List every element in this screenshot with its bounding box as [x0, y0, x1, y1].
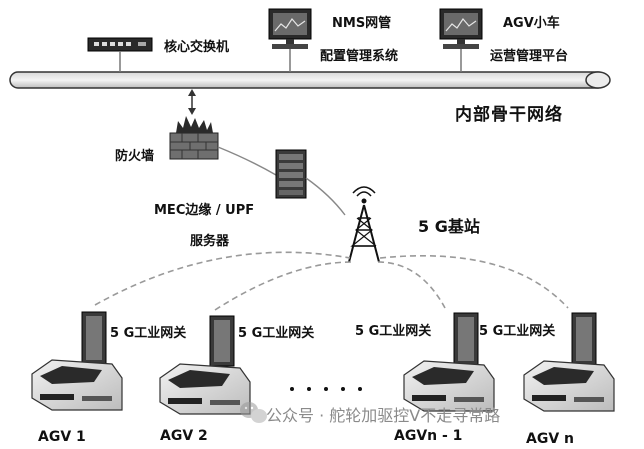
firewall-label: 防火墙: [115, 149, 155, 164]
mec-label-line2: 服务器: [190, 234, 230, 249]
mec-server-icon: [275, 149, 307, 199]
agv-unit-1: [31, 311, 123, 411]
agv-label-2: AGV 2: [160, 428, 208, 444]
gateway-label-3: 5 G工业网关: [355, 324, 432, 339]
firewall-mec-link: [217, 146, 277, 176]
gateway-label-1: 5 G工业网关: [110, 326, 187, 341]
backbone-label: 内部骨干网络: [455, 105, 563, 125]
agv-unit-2: [159, 315, 251, 415]
nms-computer-icon: [268, 8, 312, 72]
gateway-label-4: 5 G工业网关: [479, 324, 556, 339]
base-station-label: 5 G基站: [418, 217, 480, 236]
nms-label-line1: NMS网管: [332, 16, 392, 31]
mec-label-line1: MEC边缘 / UPF: [154, 203, 255, 218]
agv-platform-label-line2: 运营管理平台: [490, 49, 569, 64]
base-station-tower-icon: [348, 186, 380, 263]
agv-platform-label-line1: AGV小车: [503, 16, 560, 31]
agv-label-n-minus-1: AGVn - 1: [394, 428, 463, 444]
wechat-watermark-icon: [240, 402, 267, 423]
agv-unit-n-minus-1: [403, 312, 495, 412]
mec-station-link: [305, 177, 346, 216]
uplink-arrow: [188, 89, 196, 115]
agv-label-n: AGV n: [526, 431, 575, 447]
ellipsis-dots: [290, 387, 362, 391]
agv-unit-n: [523, 312, 615, 412]
agv-platform-computer-icon: [439, 8, 483, 72]
core-switch-label: 核心交换机: [164, 40, 230, 55]
nms-label-line2: 配置管理系统: [320, 49, 399, 64]
backbone-bar: [9, 71, 611, 89]
core-switch-icon: [87, 37, 153, 72]
watermark-text: 公众号 · 舵轮加驱控V不走寻常路: [266, 406, 501, 425]
wireless-links: [94, 251, 569, 311]
agv-label-1: AGV 1: [38, 429, 86, 445]
firewall-icon: [169, 116, 219, 160]
gateway-label-2: 5 G工业网关: [238, 326, 315, 341]
